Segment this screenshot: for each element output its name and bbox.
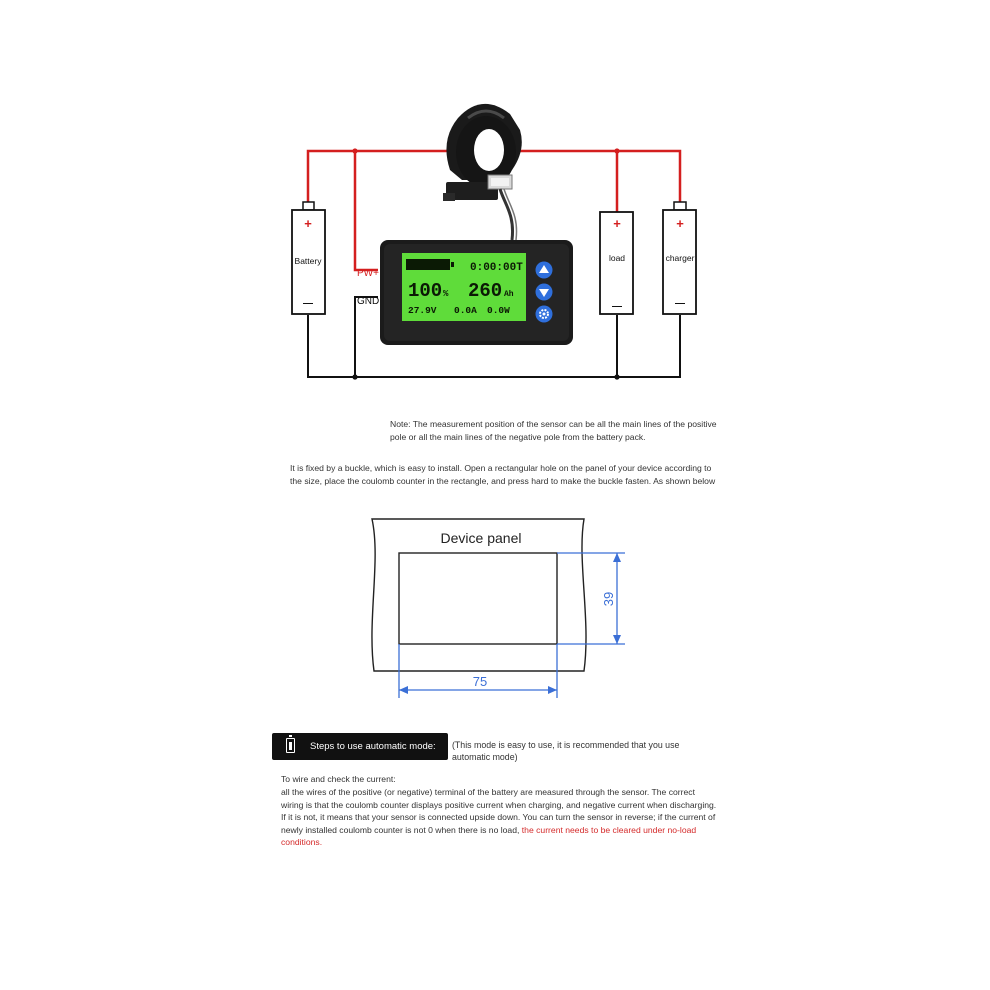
lcd-capacity: 260 xyxy=(468,280,502,302)
battery-cell: + Battery — xyxy=(291,201,326,315)
measurement-note: Note: The measurement position of the se… xyxy=(390,419,717,442)
coulomb-counter: 0:00:00T 100 % 260 Ah 27.9V 0.0A 0.0W xyxy=(380,240,573,345)
installation-text: It is fixed by a buckle, which is easy t… xyxy=(290,463,716,486)
lcd-current: 0.0A xyxy=(454,305,477,316)
steps-note: (This mode is easy to use, it is recomme… xyxy=(452,740,680,762)
load-minus-sign: — xyxy=(612,301,622,312)
height-dimension xyxy=(557,552,625,645)
lcd-percent: 100 xyxy=(408,280,442,302)
height-label: 39 xyxy=(601,592,616,606)
lcd-percent-unit: % xyxy=(443,289,449,299)
cutout-rectangle xyxy=(398,552,558,645)
load-plus-sign: + xyxy=(613,216,621,231)
load-label: load xyxy=(609,253,625,263)
charger-minus-sign: — xyxy=(675,298,685,309)
instructions-heading: To wire and check the current: xyxy=(281,774,396,784)
width-dimension xyxy=(398,644,558,698)
battery-plus-sign: + xyxy=(304,216,312,231)
wiring-diagram: PW+ GND + Battery — + load — + charger — xyxy=(291,103,697,380)
lcd-voltage: 27.9V xyxy=(408,305,437,316)
load-box: + load — xyxy=(599,211,634,315)
up-arrow-icon xyxy=(535,261,553,279)
charger-label: charger xyxy=(666,253,695,263)
battery-minus-sign: — xyxy=(303,298,313,309)
lcd-time: 0:00:00T xyxy=(470,262,523,274)
instructions-highlight: the current needs to be cleared under no… xyxy=(281,824,697,848)
device-panel-title: Device panel xyxy=(441,530,522,546)
negative-wires xyxy=(307,296,681,378)
width-label: 75 xyxy=(473,674,487,689)
gnd-label: GND xyxy=(357,296,379,307)
lcd-capacity-unit: Ah xyxy=(504,290,514,299)
gear-icon xyxy=(535,305,553,323)
battery-label: Battery xyxy=(295,256,323,266)
charger-plus-sign: + xyxy=(676,216,684,231)
instructions-body: all the wires of the positive (or negati… xyxy=(281,786,717,849)
steps-label: Steps to use automatic mode: xyxy=(310,741,436,752)
pw-plus-label: PW+ xyxy=(357,268,379,279)
battery-icon xyxy=(286,735,295,753)
current-sensor xyxy=(443,103,522,241)
down-arrow-icon xyxy=(535,283,553,301)
panel-cutout-diagram: Device panel 39 75 xyxy=(371,518,625,698)
lcd-power: 0.0W xyxy=(487,305,510,316)
instructions-text: all the wires of the positive (or negati… xyxy=(281,787,717,835)
steps-banner: Steps to use automatic mode: xyxy=(272,733,448,760)
charger-cell: + charger — xyxy=(662,201,697,315)
